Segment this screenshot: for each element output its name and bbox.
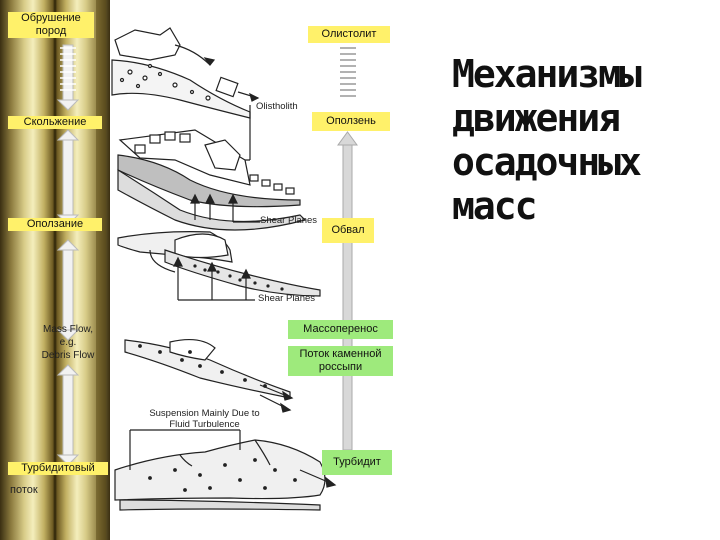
diagram-label-shear-planes-2: Shear Planes	[258, 293, 316, 304]
label-sliding: Скольжение	[8, 116, 102, 129]
label-turbidity: Турбидитовый	[8, 462, 108, 475]
diagram-label-suspension: Suspension Mainly Due to Fluid Turbulenc…	[149, 408, 260, 430]
decorative-bar-stripe	[96, 0, 106, 540]
label-turbidite: Турбидит	[322, 450, 392, 475]
left-dashes	[60, 47, 76, 91]
label-landslide: Оползень	[312, 112, 390, 131]
label-turbidity-line2: поток	[10, 484, 38, 496]
right-column	[337, 131, 358, 451]
label-slump: Оползание	[8, 218, 102, 231]
massflow-scene	[124, 338, 294, 401]
turbidity-scene	[114, 394, 337, 511]
rockfall-scene	[111, 27, 260, 161]
decorative-gold-bar	[0, 0, 110, 540]
slide-title: Механизмы движения осадочных масс	[452, 52, 712, 228]
sliding-scene	[117, 129, 307, 231]
title-line-1: Механизмы	[452, 52, 642, 96]
label-debrisflow: Поток каменной россыпи	[288, 346, 393, 376]
label-collapse: Обвал	[322, 218, 374, 243]
right-dashes	[340, 47, 356, 97]
label-massflow: Mass Flow, e.g. Debris Flow	[41, 324, 95, 361]
label-rockfall: Обрушение пород	[8, 12, 94, 38]
title-line-2: движения	[452, 96, 621, 140]
diagram-label-shear-planes-1: Shear Planes	[260, 215, 318, 226]
title-line-4: масс	[452, 184, 538, 228]
diagram-label-olistolith: Olistholith	[256, 101, 298, 112]
slump-scene	[117, 231, 321, 301]
label-masstransport: Массоперенос	[288, 320, 393, 339]
label-olistolith: Олистолит	[308, 26, 390, 43]
title-line-3: осадочных	[452, 140, 642, 184]
